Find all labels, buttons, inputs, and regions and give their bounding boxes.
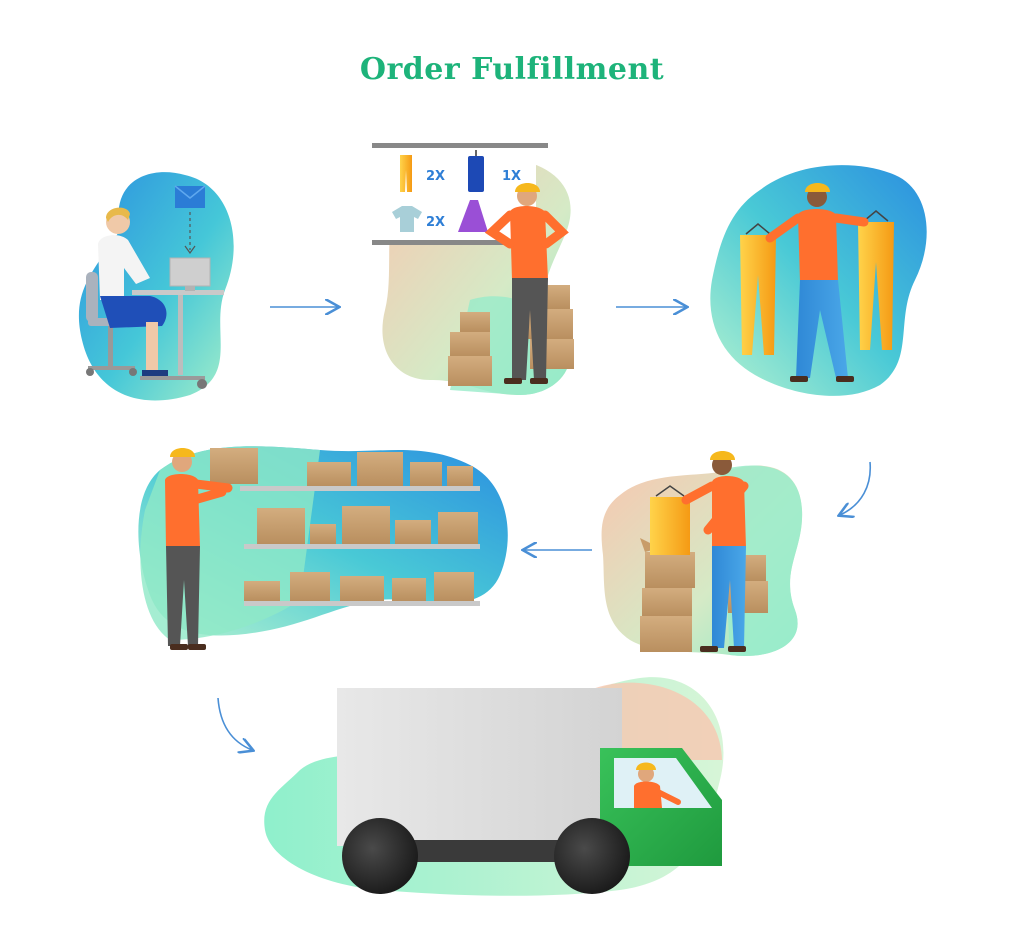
arrow-down-right-icon (217, 697, 252, 750)
step-order-received (78, 172, 234, 401)
step-picking (710, 165, 927, 396)
board-item-skirt (458, 200, 488, 232)
box-stack (448, 285, 574, 386)
arrow-down-left-icon (840, 461, 872, 515)
pants-item (858, 210, 894, 350)
scene-blob (78, 172, 234, 401)
worker (765, 183, 869, 382)
truck-wheel (554, 818, 630, 894)
board-item-shirt (392, 206, 422, 232)
board-item-bag (468, 150, 484, 192)
worker (484, 183, 569, 384)
worker (681, 451, 749, 652)
worker (165, 448, 258, 650)
step-packing (601, 451, 803, 656)
carried-box (210, 448, 258, 484)
board-item-pants (400, 155, 412, 192)
diagram-title: Order Fulfillment (359, 52, 665, 87)
step-delivery (264, 677, 724, 896)
driver (634, 762, 681, 808)
board-item-qty: 2X (426, 215, 445, 230)
pants-item (650, 485, 690, 555)
storage-shelf (240, 452, 480, 606)
step-order-list: 2X 1X 2X 1 (372, 143, 574, 395)
delivery-truck (337, 688, 722, 894)
board-item-qty: 2X (426, 169, 445, 184)
envelope-icon (174, 185, 206, 208)
pants-item (740, 223, 776, 355)
step-storage (138, 446, 508, 650)
truck-wheel (342, 818, 418, 894)
board-item-qty: 1X (502, 169, 521, 184)
